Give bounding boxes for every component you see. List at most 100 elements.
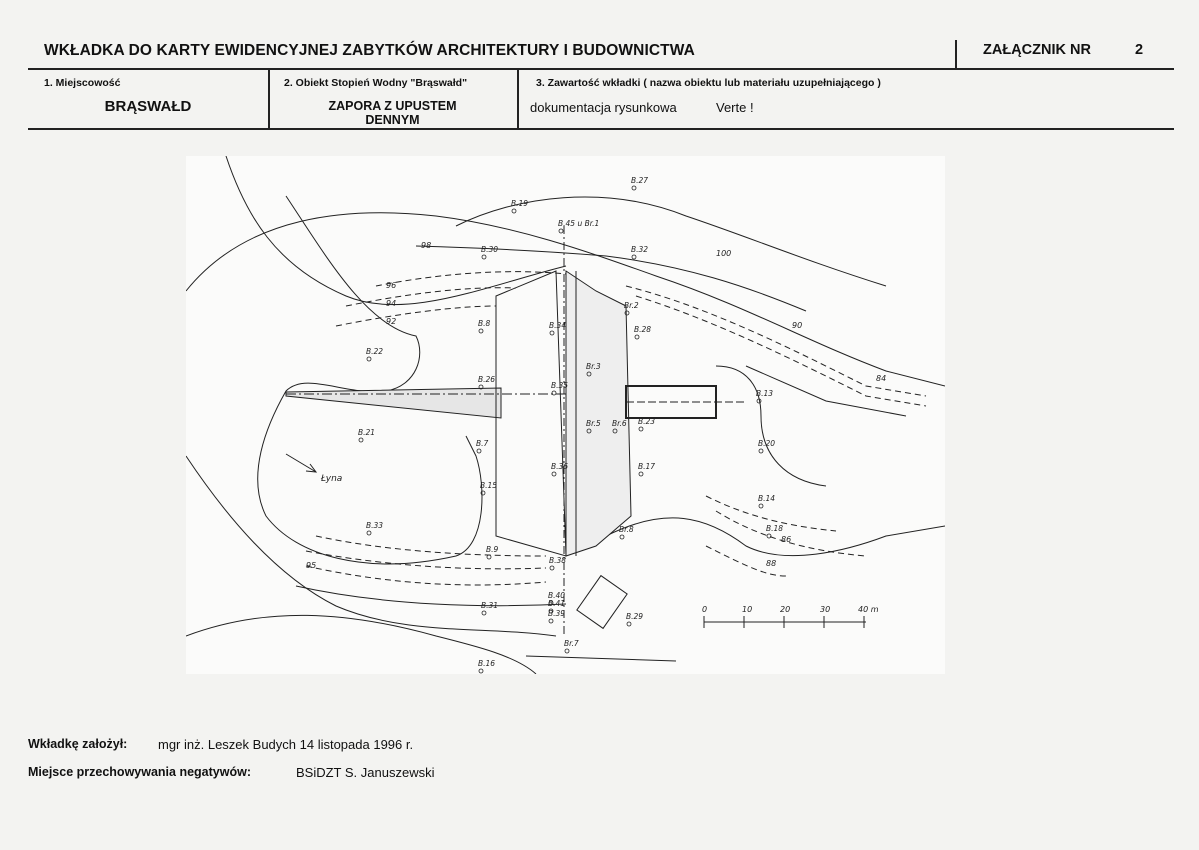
- north-contour-96: [375, 271, 567, 287]
- south-east-contour-c: [705, 545, 787, 577]
- contour-elevation-label: 94: [386, 299, 396, 308]
- contour-elevation-label: 98: [421, 241, 431, 250]
- survey-point-marker: [564, 648, 570, 654]
- basin-right-inner: [745, 365, 907, 417]
- survey-point-label: B.23: [638, 417, 655, 426]
- north-contour-94: [345, 287, 517, 307]
- survey-point-marker: [551, 390, 557, 396]
- survey-point-label: B.15: [480, 481, 497, 490]
- survey-point-label: B.19: [511, 199, 528, 208]
- south-east-contour-a: [705, 495, 837, 532]
- survey-point-label: B.20: [758, 439, 775, 448]
- survey-point-label: B.29: [626, 612, 643, 621]
- document-title: WKŁADKA DO KARTY EWIDENCYJNEJ ZABYTKÓW A…: [44, 42, 695, 59]
- survey-point-marker: [366, 530, 372, 536]
- author-label: Wkładkę założył:: [28, 737, 128, 751]
- header-rule-bottom: [28, 128, 1174, 130]
- contour-elevation-label: 88: [766, 559, 776, 568]
- north-contour-98: [415, 245, 807, 312]
- survey-point-marker: [638, 426, 644, 432]
- south-contour-95: [305, 565, 547, 586]
- survey-point-marker: [358, 437, 364, 443]
- header-divider-annex: [955, 40, 957, 70]
- survey-point-marker: [624, 310, 630, 316]
- survey-point-marker: [481, 610, 487, 616]
- survey-point-marker: [758, 503, 764, 509]
- survey-point-label: B.45 u Br.1: [558, 219, 599, 228]
- survey-point-label: B.28: [634, 325, 651, 334]
- survey-point-marker: [549, 565, 555, 571]
- survey-point-marker: [638, 471, 644, 477]
- contents-value: dokumentacja rysunkowa: [530, 100, 677, 115]
- basin-right: [715, 365, 827, 487]
- survey-point-label: B.16: [478, 659, 495, 668]
- south-east-contour-b: [715, 510, 867, 557]
- survey-point-label: Br.7: [564, 639, 579, 648]
- north-contour-92: [335, 305, 497, 327]
- survey-point-label: B.35: [551, 381, 568, 390]
- north-east-contour-a: [625, 285, 927, 397]
- contour-elevation-label: 100: [716, 249, 731, 258]
- survey-point-marker: [549, 330, 555, 336]
- survey-point-label: Br.2: [624, 301, 639, 310]
- south-contour-100: [295, 585, 567, 607]
- survey-point-marker: [551, 471, 557, 477]
- survey-point-label: Br.5: [586, 419, 601, 428]
- author-value: mgr inż. Leszek Budych 14 listopada 1996…: [158, 737, 414, 752]
- object-label: 2. Obiekt Stopień Wodny "Brąswałd": [284, 77, 468, 89]
- annex-label: ZAŁĄCZNIK NR: [983, 42, 1091, 58]
- survey-point-label: B.14: [758, 494, 775, 503]
- spillway-wedge: [285, 387, 502, 419]
- survey-point-label: B.18: [766, 524, 783, 533]
- survey-point-label: B.8: [478, 319, 491, 328]
- survey-point-marker: [586, 428, 592, 434]
- south-road-line: [525, 655, 677, 662]
- survey-point-marker: [478, 668, 484, 674]
- north-contour-100: [455, 196, 887, 287]
- field-divider-2: [517, 70, 519, 130]
- contour-elevation-label: 90: [792, 321, 802, 330]
- survey-point-label: B.22: [366, 347, 383, 356]
- survey-point-label: Br.3: [586, 362, 601, 371]
- survey-point-label: B.26: [478, 375, 495, 384]
- survey-point-marker: [631, 254, 637, 260]
- survey-point-marker: [476, 448, 482, 454]
- survey-point-label: B.7: [476, 439, 489, 448]
- river-flow-arrow: [285, 453, 317, 473]
- dam-crest: [565, 270, 632, 557]
- north-bank-line: [185, 212, 946, 387]
- field-divider-1: [268, 70, 270, 130]
- survey-point-label: B.34: [549, 321, 566, 330]
- survey-point-label: B.33: [366, 521, 383, 530]
- survey-point-marker: [626, 621, 632, 627]
- survey-point-marker: [619, 534, 625, 540]
- contour-elevation-label: 96: [386, 281, 396, 290]
- scale-bar: [703, 616, 866, 628]
- survey-point-marker: [481, 254, 487, 260]
- locality-value: BRĄSWAŁD: [104, 98, 192, 115]
- survey-point-marker: [758, 448, 764, 454]
- survey-point-label: B.27: [631, 176, 648, 185]
- contour-elevation-label: 95: [306, 561, 316, 570]
- scale-tick-label: 30: [820, 605, 830, 614]
- survey-point-label: B.32: [631, 245, 648, 254]
- sluice-structure: [625, 385, 717, 419]
- survey-point-label: Br.8: [619, 525, 634, 534]
- header-rule-top: [28, 68, 1174, 70]
- south-contour-88: [315, 535, 547, 557]
- south-bank-line: [185, 614, 537, 675]
- survey-point-marker: [766, 533, 772, 539]
- north-outer-line: [225, 155, 567, 306]
- storage-value: BSiDZT S. Januszewski: [296, 765, 435, 780]
- survey-point-label: B.36: [551, 462, 568, 471]
- survey-point-label: B.38: [549, 556, 566, 565]
- scale-tick-label: 0: [702, 605, 707, 614]
- survey-point-marker: [478, 328, 484, 334]
- west-bank-line: [185, 455, 557, 637]
- survey-point-label: B.40: [548, 591, 565, 600]
- contour-elevation-label: 86: [781, 535, 791, 544]
- survey-point-marker: [366, 356, 372, 362]
- object-value-line2: DENNYM: [365, 113, 420, 127]
